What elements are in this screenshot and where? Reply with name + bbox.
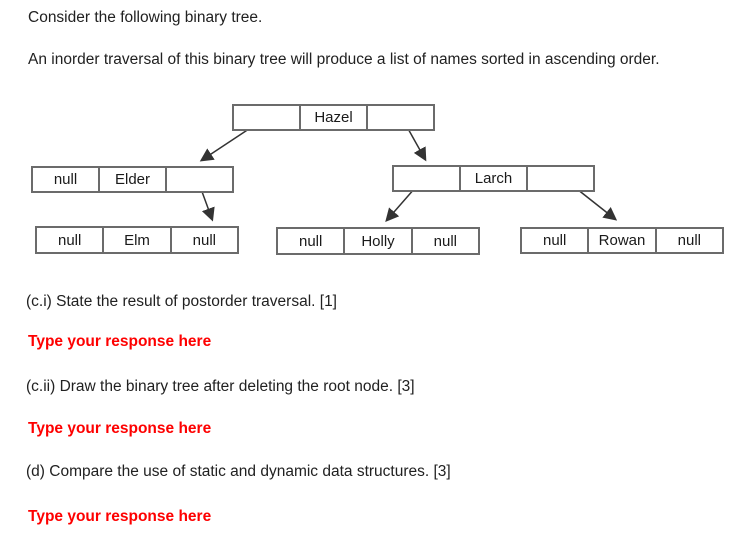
response-prompt-cii[interactable]: Type your response here [28,420,212,437]
tree-node-rowan: null Rowan null [520,227,724,254]
node-value-cell: Elm [102,228,169,252]
tree-node-elder: null Elder [31,166,234,193]
node-right-pointer-cell: null [410,229,478,253]
node-left-pointer-cell: null [53,171,78,188]
intro-line-1: Consider the following binary tree. [28,9,263,26]
question-cii-label: (c.ii) Draw the binary tree after deleti… [26,378,415,395]
node-value-cell: Rowan [587,229,654,252]
node-value-cell: Hazel [299,106,366,129]
question-ci-label: (c.i) State the result of postorder trav… [26,293,337,310]
tree-node-elm: null Elm null [35,226,239,254]
question-d-label: (d) Compare the use of static and dynami… [26,463,451,480]
node-right-pointer-cell: null [654,229,722,252]
node-value-cell: Elder [98,168,165,191]
node-left-pointer-cell [234,106,299,129]
tree-node-hazel: Hazel [232,104,435,131]
response-prompt-ci[interactable]: Type your response here [28,333,212,350]
tree-node-holly: null Holly null [276,227,480,255]
node-left-pointer-cell [394,167,459,190]
node-left-pointer-cell: null [57,231,82,249]
node-right-pointer-cell [165,168,232,191]
node-value-cell: Larch [459,167,526,190]
node-right-pointer-cell [526,167,593,190]
node-right-pointer-cell [366,106,433,129]
node-left-pointer-cell: null [298,232,323,250]
tree-node-larch: Larch [392,165,595,192]
response-prompt-d[interactable]: Type your response here [28,508,212,525]
intro-line-2: An inorder traversal of this binary tree… [28,51,660,68]
node-left-pointer-cell: null [542,232,567,249]
node-value-cell: Holly [343,229,410,253]
node-right-pointer-cell: null [169,228,237,252]
